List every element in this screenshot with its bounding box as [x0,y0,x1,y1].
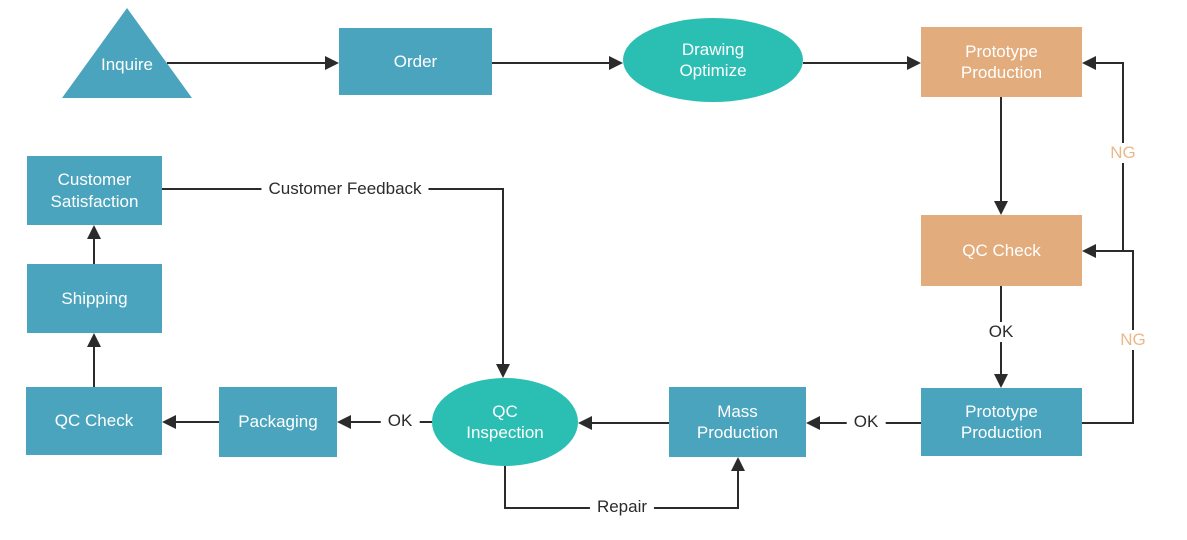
edge-shipping-customer-line [93,239,95,264]
node-qc-check-right-label: QC Check [962,240,1041,260]
node-packaging-label: Packaging [238,412,318,432]
node-prototype-production-top-label: Prototype Production [961,41,1042,84]
edge-label-ng-top: NG [1103,143,1143,163]
node-qc-check-right: QC Check [921,215,1082,286]
label-line-1: Drawing [681,39,745,59]
node-mass-production-label: Mass Production [697,401,778,444]
label-line-2: Satisfaction [50,191,139,211]
arrowhead-up-icon [731,457,745,471]
arrowhead-left-icon [1082,56,1096,70]
label-line-2: Production [960,423,1043,442]
edge-prototype-qccheck-line [1000,97,1002,201]
arrowhead-down-icon [994,374,1008,388]
edge-qccheck-shipping-line [93,347,95,387]
node-inquire-label: Inquire [101,55,153,74]
node-order-label: Order [393,51,438,71]
node-prototype-production-top: Prototype Production [921,27,1082,97]
node-mass-production: Mass Production [669,387,806,457]
node-packaging: Packaging [219,387,337,457]
label-line-1: Prototype [965,41,1038,61]
node-qc-check-left: QC Check [26,387,162,455]
node-qc-inspection-label: QC Inspection [466,401,544,444]
node-customer-satisfaction: Customer Satisfaction [27,156,162,225]
edge-ng-bottom-horizontal-line [1082,422,1134,424]
label-line-2: Inspection [466,423,544,442]
node-qc-check-left-label: QC Check [54,411,134,431]
node-drawing-optimize-label: Drawing Optimize [679,39,746,82]
label-line-2: Production [696,423,779,442]
label-line-1: Prototype [965,401,1038,421]
label-line-2: Optimize [679,61,747,80]
node-qc-inspection: QC Inspection [432,378,578,466]
arrowhead-left-icon [578,416,592,430]
label-line-1: Customer [57,170,132,190]
edge-label-ng-bottom: NG [1113,330,1153,350]
edge-repair-up-line [737,471,739,509]
edge-order-drawing-line [492,62,609,64]
edge-packaging-qccheck-line [176,421,219,423]
arrowhead-right-icon [907,56,921,70]
edge-label-repair: Repair [589,497,655,517]
edge-inquire-order-line [167,62,325,64]
label-line-2: Production [960,63,1043,82]
node-prototype-production-bottom-label: Prototype Production [961,401,1042,444]
arrowhead-left-icon [1082,244,1096,258]
node-order: Order [339,28,492,95]
arrowhead-down-icon [496,364,510,378]
edge-repair-down-line [504,466,506,508]
node-drawing-optimize: Drawing Optimize [623,18,803,102]
node-prototype-production-bottom: Prototype Production [921,388,1082,456]
edge-label-ok-vertical: OK [981,322,1021,342]
label-line-1: QC [492,401,518,421]
node-shipping-label: Shipping [61,288,128,308]
label-line-1: Mass [717,401,758,421]
edge-ng-bottom-into-qccheck-line [1096,250,1134,252]
edge-label-ok-mass: OK [846,412,886,432]
node-customer-satisfaction-label: Customer Satisfaction [51,169,139,212]
arrowhead-left-icon [337,415,351,429]
edge-drawing-prototype-line [803,62,907,64]
edge-label-customer-feedback: Customer Feedback [261,179,429,199]
arrowhead-right-icon [325,56,339,70]
arrowhead-right-icon [609,56,623,70]
arrowhead-up-icon [87,333,101,347]
edge-label-ok-packaging: OK [380,411,420,431]
arrowhead-up-icon [87,225,101,239]
arrowhead-left-icon [162,415,176,429]
edge-feedback-vertical-line [502,188,504,364]
node-inquire [62,8,192,98]
arrowhead-left-icon [806,416,820,430]
node-shipping: Shipping [27,264,162,333]
arrowhead-down-icon [994,201,1008,215]
edge-mass-inspection-line [592,422,669,424]
edge-ng-top-horizontal-line [1096,62,1124,64]
